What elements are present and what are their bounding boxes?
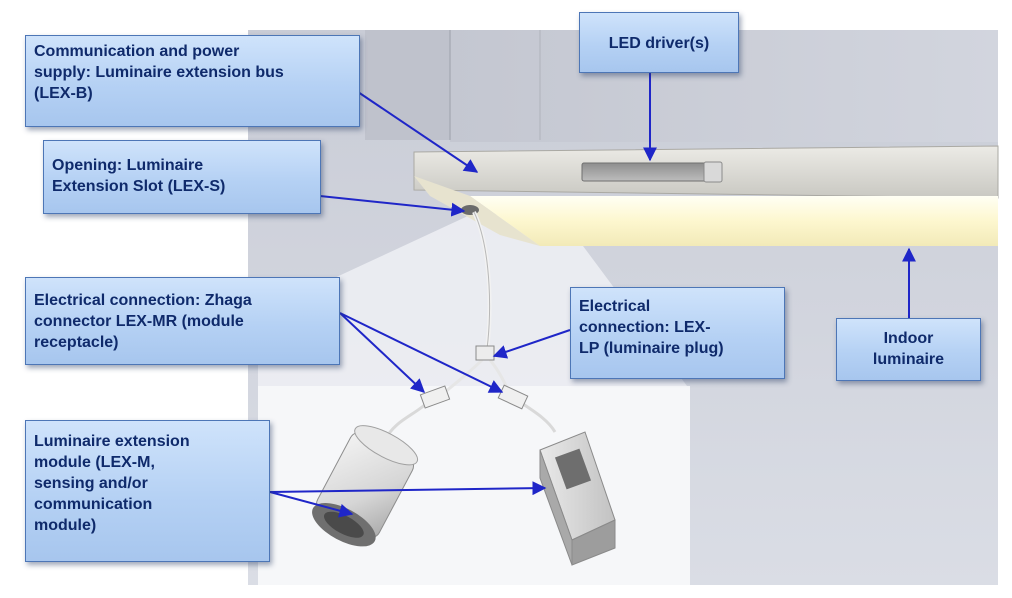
arrow-lex-mr-2 — [339, 312, 504, 393]
led-driver-unit — [581, 162, 707, 182]
label-lex-mr: Electrical connection: Zhaga connector L… — [25, 277, 340, 365]
ceiling-panel — [365, 30, 450, 140]
arrow-lex-s — [319, 195, 466, 217]
arrow-lex-b — [357, 91, 479, 173]
arrow-lex-mr-1 — [339, 312, 426, 393]
label-lex-m: Luminaire extension module (LEX-M, sensi… — [25, 420, 270, 562]
led-driver-end — [703, 161, 723, 183]
display-stage — [258, 386, 690, 585]
label-lex-b: Communication and power supply: Luminair… — [25, 35, 360, 127]
lex-lp-plug — [475, 345, 495, 361]
lex-mr-connector — [419, 385, 451, 409]
luminaire-diffuser — [470, 196, 998, 246]
arrow-lex-m-2 — [269, 481, 547, 496]
lex-cable — [473, 211, 491, 356]
label-lex-s: Opening: Luminaire Extension Slot (LEX-S… — [43, 140, 321, 214]
communication-module-box — [539, 431, 616, 566]
arrow-lex-lp — [492, 329, 571, 359]
arrow-lex-m-1 — [269, 491, 354, 518]
label-led-driver: LED driver(s) — [579, 12, 739, 73]
label-lex-lp: Electrical connection: LEX- LP (luminair… — [570, 287, 785, 379]
label-indoor-luminaire: Indoor luminaire — [836, 318, 981, 381]
